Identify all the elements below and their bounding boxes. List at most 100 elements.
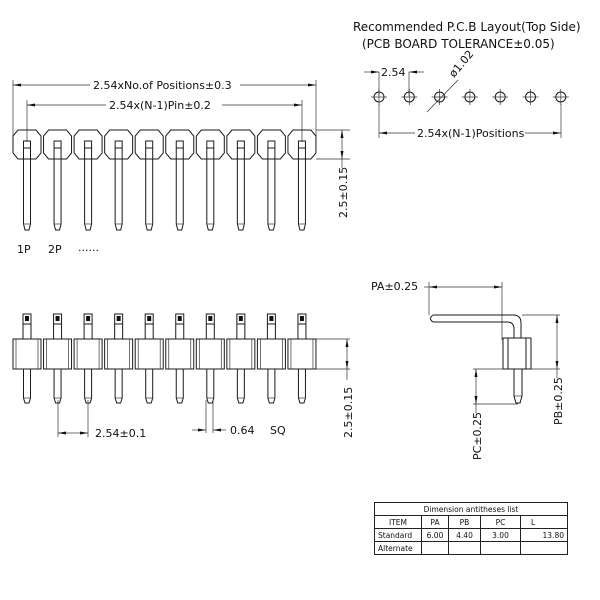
pin-top-face [299, 316, 304, 321]
housing-cell [43, 129, 73, 160]
front-view: 2.5±0.15 2.54±0.1 0.64 SQ [12, 313, 355, 440]
pin-top-tip [22, 313, 32, 325]
row-label: Standard [374, 528, 422, 542]
pin-square [53, 140, 62, 149]
pin-top-face [86, 316, 91, 321]
pin2-label: 2P [48, 243, 62, 256]
pin [84, 148, 93, 231]
pin-bottom [23, 369, 31, 404]
pin-top-tip [297, 313, 307, 325]
pin-top-tip [205, 313, 215, 325]
header-pb: PB [448, 515, 481, 529]
pb-label: PB±0.25 [552, 377, 565, 425]
pin-square [206, 140, 215, 149]
pcb-pitch-label: 2.54 [381, 66, 406, 79]
housing-block [256, 338, 286, 370]
pin-size-label: 0.64 [230, 424, 255, 437]
pin-bottom [267, 369, 276, 404]
pin-top-tip [266, 313, 276, 325]
top-height-label: 2.5±0.15 [337, 167, 350, 218]
header-pa: PA [421, 515, 449, 529]
housing-cell [226, 129, 256, 160]
cell-pc: 3.00 [480, 528, 521, 542]
housing-cell [195, 129, 225, 160]
table-title-row: Dimension antitheses list [374, 502, 568, 516]
pin-top-face [208, 316, 213, 321]
pin-bottom [114, 369, 123, 404]
cell-l [520, 541, 568, 555]
pin-top-tip [83, 313, 93, 325]
pin-bottom [297, 369, 306, 404]
cell-l: 13.80 [520, 528, 568, 542]
header-l: L [520, 515, 568, 529]
housing-cell [104, 129, 134, 160]
header-item: ITEM [374, 515, 422, 529]
pin-top-face [238, 316, 243, 321]
housing-block [134, 338, 164, 370]
pin-top-face [116, 316, 121, 321]
housing-cell [256, 129, 286, 160]
front-height-label: 2.5±0.15 [342, 387, 355, 438]
pcb-layout-subtitle: (PCB BOARD TOLERANCE±0.05) [362, 37, 555, 51]
pin [175, 148, 184, 231]
pin-square [297, 140, 306, 149]
pin-shape-label: SQ [270, 424, 286, 437]
pin-square [236, 140, 245, 149]
table-row: Standard 6.00 4.40 3.00 13.80 [374, 528, 568, 542]
pin-square [145, 140, 154, 149]
pin-top-tip [236, 313, 246, 325]
pin-top-face [177, 316, 182, 321]
pcb-layout: Recommended P.C.B Layout(Top Side) (PCB … [353, 20, 581, 140]
pcb-layout-title: Recommended P.C.B Layout(Top Side) [353, 20, 581, 34]
pin-top-tip [53, 313, 63, 325]
pin-square [175, 140, 184, 149]
pin [297, 148, 306, 231]
top-pin-row [12, 129, 317, 231]
cell-pc [480, 541, 521, 555]
pin-top-face [269, 316, 274, 321]
row-label: Alternate [374, 541, 422, 555]
cell-pb [448, 541, 481, 555]
pcb-hole-row [371, 89, 569, 105]
housing-block [226, 338, 256, 370]
front-pitch-label: 2.54±0.1 [95, 427, 146, 440]
housing-cell [12, 129, 42, 160]
table-title: Dimension antitheses list [374, 502, 568, 516]
pcb-span-label: 2.54x(N-1)Positions [417, 127, 525, 140]
pin-bottom [236, 369, 245, 404]
cell-pa [421, 541, 449, 555]
pin-bottom [145, 369, 154, 404]
pin-top-tip [114, 313, 124, 325]
housing-block [12, 338, 42, 370]
table-row: Alternate [374, 541, 568, 555]
pa-label: PA±0.25 [371, 280, 418, 293]
pin-top-face [55, 316, 60, 321]
pin-square [267, 140, 276, 149]
pin [267, 148, 276, 231]
pin-bottom [206, 369, 215, 404]
pc-label: PC±0.25 [471, 412, 484, 460]
housing-cell [165, 129, 195, 160]
housing-block [165, 338, 195, 370]
pin [114, 148, 123, 231]
housing-block [195, 338, 225, 370]
top-view: 2.54xNo.of Positions±0.3 2.54x(N-1)Pin±0… [12, 79, 350, 256]
pin-square [114, 140, 123, 149]
pin1-label: 1P [17, 243, 31, 256]
housing-block [104, 338, 134, 370]
front-pin-row [12, 313, 317, 404]
side-view: PA±0.25 PB±0.25 PC±0.25 [371, 280, 565, 460]
cell-pa: 6.00 [421, 528, 449, 542]
housing-block [73, 338, 103, 370]
cell-pb: 4.40 [448, 528, 481, 542]
pin-bottom [53, 369, 62, 404]
pin-top-face [147, 316, 152, 321]
housing-cell [287, 129, 317, 160]
housing-cell [73, 129, 103, 160]
pin-square [84, 140, 93, 149]
pin [145, 148, 154, 231]
pin-top-face [25, 316, 29, 321]
top-overall-label: 2.54xNo.of Positions±0.3 [93, 79, 232, 92]
housing-cell [134, 129, 164, 160]
